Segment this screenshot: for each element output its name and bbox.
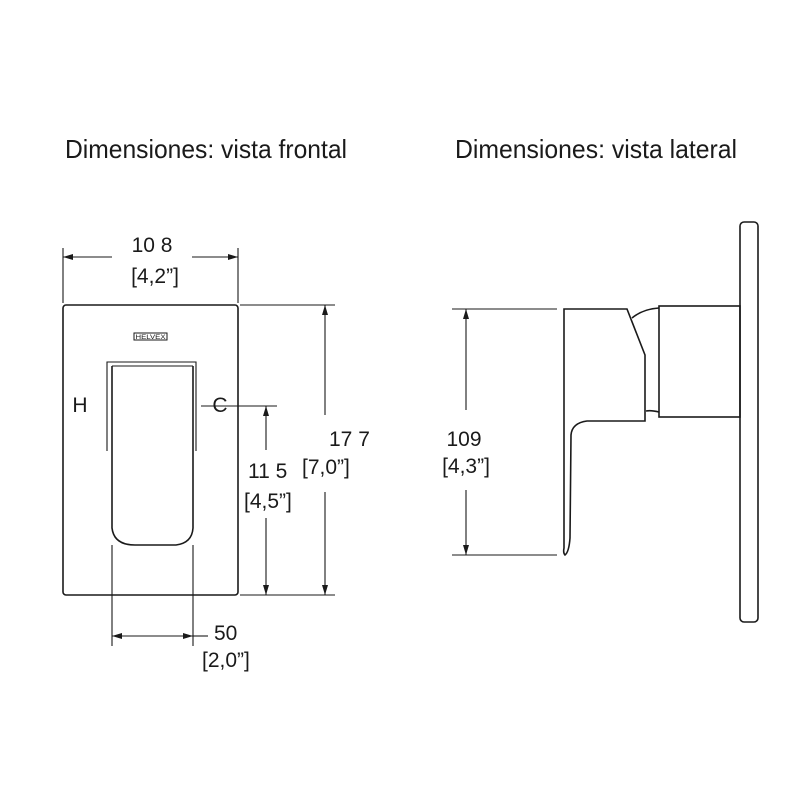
svg-text:HELVEX: HELVEX bbox=[136, 335, 166, 341]
hot-label: H bbox=[72, 394, 87, 417]
front-view-title: Dimensiones: vista frontal bbox=[65, 134, 347, 164]
lever-handle-side bbox=[562, 308, 646, 557]
cover-plate bbox=[62, 304, 239, 596]
lever-handle bbox=[111, 366, 194, 546]
handle-width-in-label: [2,0”] bbox=[202, 649, 250, 672]
brand-logo: HELVEX bbox=[133, 332, 168, 341]
valve-body bbox=[658, 305, 741, 418]
side-view-title: Dimensiones: vista lateral bbox=[455, 134, 737, 164]
handle-height-in-label: [4,5”] bbox=[244, 490, 292, 513]
handle-bracket bbox=[106, 361, 197, 451]
height-mm-label: 17 7 bbox=[329, 428, 370, 451]
side-height-mm-label: 109 bbox=[446, 428, 481, 451]
width-in-label: [4,2”] bbox=[131, 265, 179, 288]
side-view: 109 [4,3”] bbox=[442, 221, 759, 623]
width-mm-label: 10 8 bbox=[132, 234, 173, 257]
front-view: HELVEX H C 10 8 [4,2”] 17 7 [7,0”] 11 5 … bbox=[62, 234, 370, 672]
height-in-label: [7,0”] bbox=[302, 456, 350, 479]
handle-height-mm-label: 11 5 bbox=[248, 460, 287, 483]
handle-width-mm-label: 50 bbox=[214, 622, 237, 645]
wall-plate bbox=[739, 221, 759, 623]
side-height-in-label: [4,3”] bbox=[442, 455, 490, 478]
